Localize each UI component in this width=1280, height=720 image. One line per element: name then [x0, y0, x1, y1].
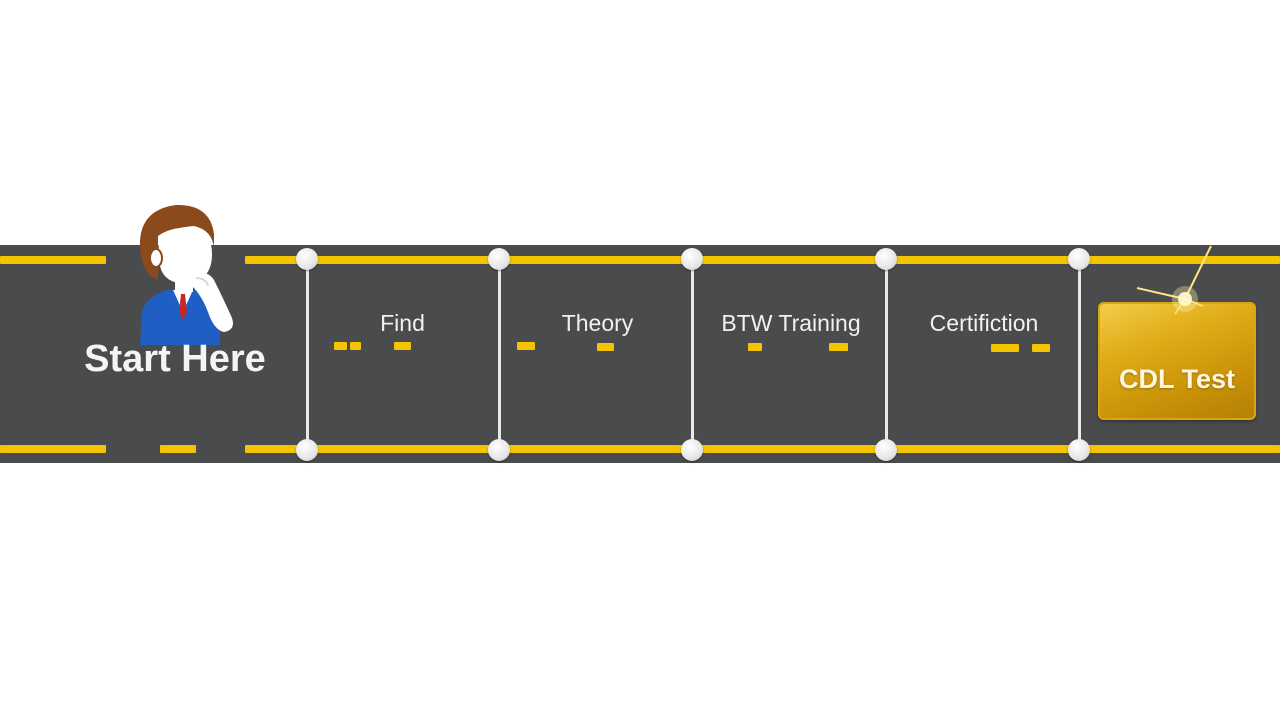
milestone-node [488, 439, 510, 461]
milestone-node [1068, 248, 1090, 270]
stage-label-btw-training: BTW Training [721, 310, 861, 336]
stage-label-theory: Theory [561, 310, 634, 336]
lane-dash [334, 342, 347, 350]
sparkle-icon [1136, 245, 1212, 315]
stage-divider-3 [691, 258, 694, 450]
milestone-node [488, 248, 510, 270]
lane-dash [829, 343, 848, 351]
milestone-node [1068, 439, 1090, 461]
lane-dash [517, 342, 535, 350]
lane-dash [748, 343, 762, 351]
person-thinking-icon [139, 204, 233, 345]
milestone-node [681, 439, 703, 461]
stage-label-find: Find [380, 310, 425, 336]
stage-divider-1 [306, 258, 309, 450]
lane-dash [394, 342, 411, 350]
lane-dash [1032, 344, 1050, 352]
lane-line-bottom-left [0, 445, 106, 453]
lane-line-top-left [0, 256, 106, 264]
milestone-node [875, 248, 897, 270]
stage-divider-5 [1078, 258, 1081, 450]
lane-dash [597, 343, 614, 351]
cdl-test-goal-button[interactable]: CDL Test [1098, 302, 1256, 420]
start-here-label: Start Here [84, 338, 266, 380]
milestone-node [296, 439, 318, 461]
lane-line-top [245, 256, 1280, 264]
milestone-node [296, 248, 318, 270]
lane-dash [160, 445, 196, 453]
lane-line-bottom [245, 445, 1280, 453]
cdl-test-label: CDL Test [1118, 364, 1235, 394]
lane-dash [350, 342, 361, 350]
milestone-node [681, 248, 703, 270]
stage-label-certification: Certifiction [929, 310, 1039, 336]
stage-divider-2 [498, 258, 501, 450]
milestone-node [875, 439, 897, 461]
lane-dash [991, 344, 1019, 352]
stage-divider-4 [885, 258, 888, 450]
